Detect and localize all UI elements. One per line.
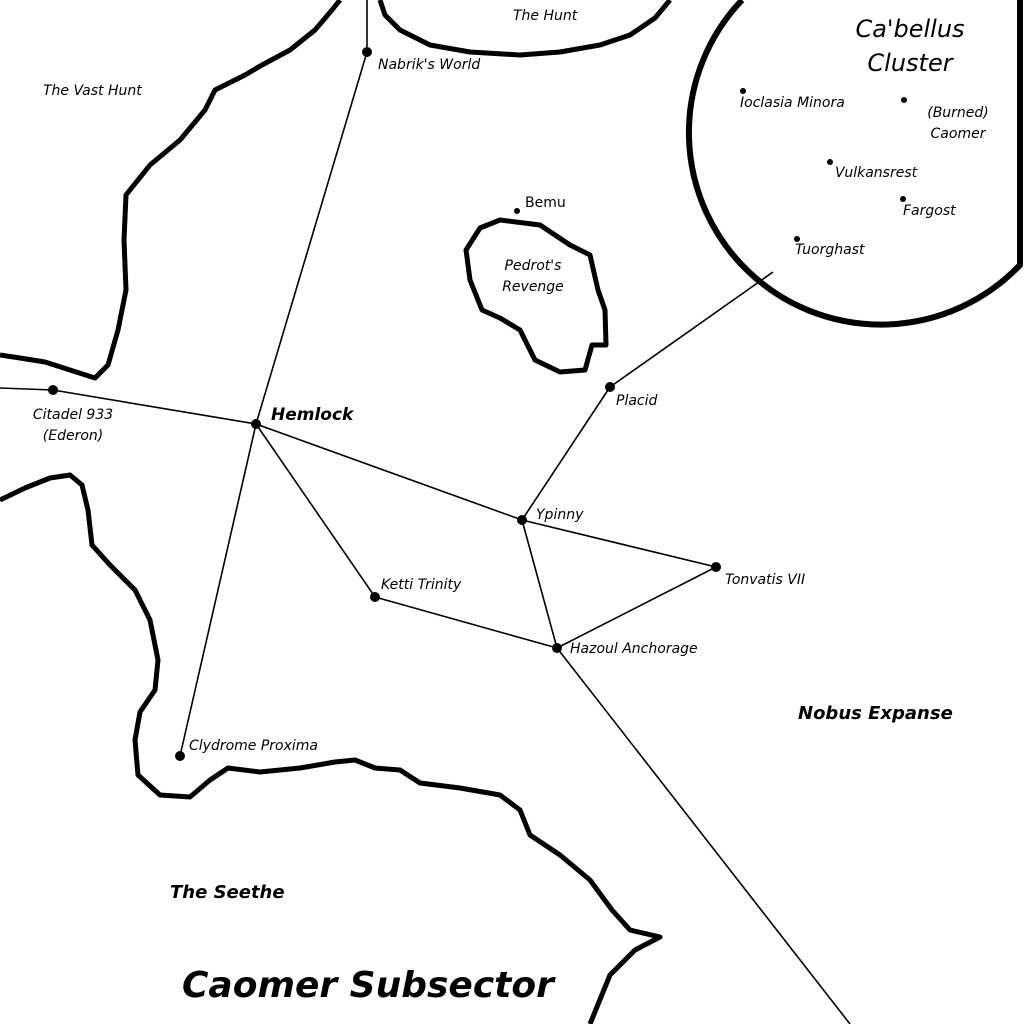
system-label-tonvatis: Tonvatis VII xyxy=(725,572,806,588)
burned-line-1: (Burned) xyxy=(927,105,989,121)
system-label-bemu: Bemu xyxy=(525,195,566,211)
citadel-line-1: Citadel 933 xyxy=(32,407,114,423)
route xyxy=(52,389,257,425)
system-dot-ioclasia[interactable] xyxy=(740,88,746,94)
system-dot-burned-caomer[interactable] xyxy=(901,97,907,103)
routes xyxy=(0,0,851,1024)
route xyxy=(521,519,558,649)
route xyxy=(521,519,717,568)
system-dot-placid[interactable] xyxy=(605,382,615,392)
system-label-clydrome: Clydrome Proxima xyxy=(189,738,319,754)
system-label-vulkansrest: Vulkansrest xyxy=(835,165,918,181)
pedrot-line-2: Revenge xyxy=(502,279,564,295)
route xyxy=(179,423,257,757)
system-dot-clydrome[interactable] xyxy=(175,751,185,761)
system-label-hazoul: Hazoul Anchorage xyxy=(570,641,698,657)
system-label-ketti: Ketti Trinity xyxy=(381,577,462,593)
cabellus-cluster-border xyxy=(685,0,1023,328)
system-dot-vulkansrest[interactable] xyxy=(827,159,833,165)
route xyxy=(374,596,558,649)
burned-line-2: Caomer xyxy=(930,126,986,142)
system-dot-ypinny[interactable] xyxy=(517,515,527,525)
system-label-burned-caomer: (Burned) Caomer xyxy=(920,105,996,143)
map-title: Caomer Subsector xyxy=(182,965,554,1006)
system-label-ioclasia: Ioclasia Minora xyxy=(740,95,845,111)
region-label-pedrot-revenge: Pedrot's Revenge xyxy=(490,258,576,296)
pedrot-line-1: Pedrot's xyxy=(504,258,562,274)
route xyxy=(0,387,54,391)
citadel-line-2: (Ederon) xyxy=(42,428,104,444)
cluster-title-line-1: Ca'bellus xyxy=(855,15,965,43)
system-dot-hemlock[interactable] xyxy=(251,419,261,429)
system-label-citadel: Citadel 933 (Ederon) xyxy=(18,407,128,445)
system-dot-bemu[interactable] xyxy=(514,208,520,214)
system-label-nabrik: Nabrik's World xyxy=(378,57,481,73)
system-dot-citadel[interactable] xyxy=(48,385,58,395)
system-dot-ketti[interactable] xyxy=(370,592,380,602)
hunt-border xyxy=(377,0,672,58)
system-label-tuorghast: Tuorghast xyxy=(795,242,865,258)
system-dot-tonvatis[interactable] xyxy=(711,562,721,572)
route xyxy=(255,51,368,425)
system-dot-nabrik[interactable] xyxy=(362,47,372,57)
seethe-border xyxy=(0,472,663,1024)
region-label-vast-hunt: The Vast Hunt xyxy=(43,83,142,99)
system-label-ypinny: Ypinny xyxy=(536,507,584,523)
system-dot-hazoul[interactable] xyxy=(552,643,562,653)
route xyxy=(521,386,611,521)
region-label-nobus: Nobus Expanse xyxy=(798,703,953,724)
system-label-fargost: Fargost xyxy=(903,203,956,219)
pedrot-revenge-border xyxy=(463,217,609,375)
cluster-title: Ca'bellus Cluster xyxy=(840,12,980,80)
vast-hunt-border xyxy=(0,0,342,381)
region-label-hunt: The Hunt xyxy=(513,8,578,24)
route xyxy=(556,566,717,649)
route xyxy=(255,423,376,598)
route xyxy=(255,423,523,521)
system-dot-tuorghast[interactable] xyxy=(794,236,800,242)
system-dot-fargost[interactable] xyxy=(900,196,906,202)
system-label-hemlock: Hemlock xyxy=(271,405,354,425)
route xyxy=(556,647,851,1024)
cluster-title-line-2: Cluster xyxy=(867,49,953,77)
route xyxy=(609,271,774,388)
region-label-seethe: The Seethe xyxy=(170,882,285,903)
system-label-placid: Placid xyxy=(616,393,658,409)
